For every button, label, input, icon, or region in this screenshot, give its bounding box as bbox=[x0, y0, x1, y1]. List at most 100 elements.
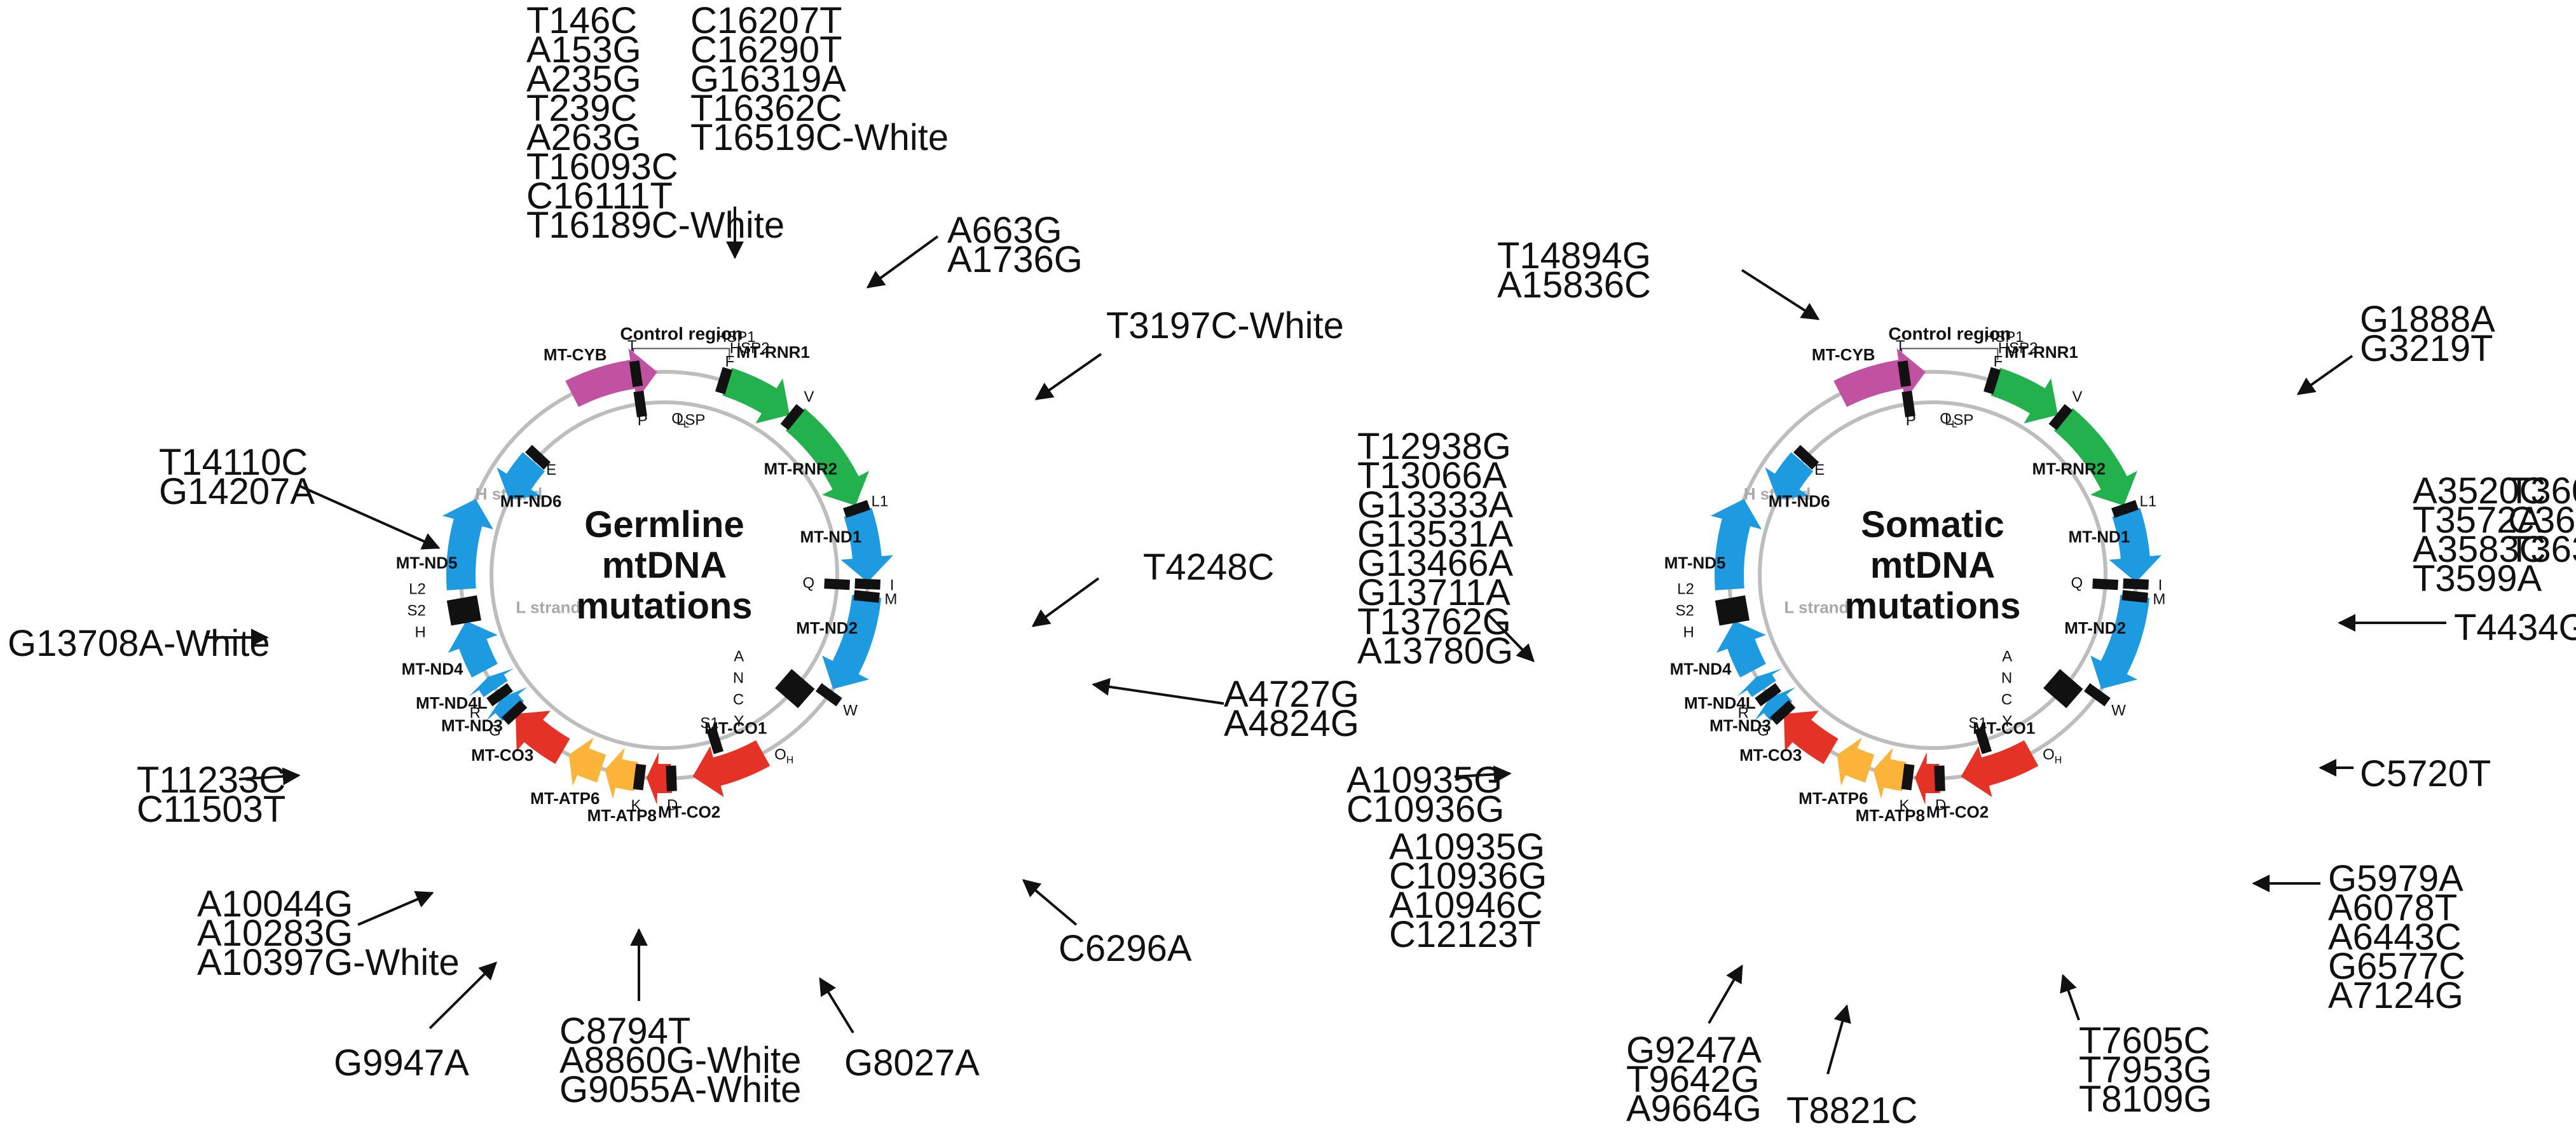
somatic-mutation-a3583c: A3583C bbox=[2413, 529, 2546, 570]
germline-mutation-a663g: A663G bbox=[947, 210, 1062, 251]
germline-trna-mark-w bbox=[816, 683, 842, 707]
somatic-trna-label-y: Y bbox=[2002, 712, 2012, 730]
somatic-title-line-2: mutations bbox=[1844, 585, 2020, 627]
somatic-mutation-a6078t: A6078T bbox=[2328, 887, 2457, 929]
somatic-origin-ol: OL bbox=[1940, 410, 1957, 430]
somatic-trna-mark-w bbox=[2084, 683, 2111, 707]
somatic-mutation-t3631a: T3631A bbox=[2508, 529, 2576, 570]
germline-gene-mt-nd5 bbox=[442, 499, 493, 590]
germline-trna-label-f: F bbox=[725, 353, 735, 370]
somatic-trna-label-v: V bbox=[2072, 388, 2083, 405]
germline-trna-mark-t bbox=[629, 360, 643, 388]
germline-gene-mt-nd1 bbox=[840, 508, 894, 583]
germline-mutation-t16362c: T16362C bbox=[690, 88, 842, 129]
somatic-gene-label-mt-nd1: MT-ND1 bbox=[2069, 528, 2130, 547]
germline-trna-mark-k bbox=[633, 763, 647, 791]
germline-trna-mark-i bbox=[854, 578, 881, 590]
germline-mutation-arrow-13 bbox=[819, 977, 854, 1034]
somatic-title-line-1: mtDNA bbox=[1870, 545, 1996, 586]
somatic-trna-label-d: D bbox=[1935, 796, 1946, 814]
germline-mutation-a10283g: A10283G bbox=[197, 913, 353, 954]
germline-mutation-c16290t: C16290T bbox=[690, 29, 842, 71]
somatic-control-region-label: Control region bbox=[1888, 323, 2011, 343]
germline-gene-label-mt-rnr2: MT-RNR2 bbox=[764, 460, 838, 479]
germline-mutation-a263g: A263G bbox=[526, 117, 641, 158]
germline-mutation-a1736g: A1736G bbox=[947, 239, 1083, 280]
somatic-gene-mt-nd1 bbox=[2109, 508, 2162, 583]
germline-mutation-t239c: T239C bbox=[526, 88, 637, 129]
somatic-trna-label-n: N bbox=[2001, 669, 2012, 686]
somatic-mutation-a10935g: A10935G bbox=[1389, 826, 1545, 868]
germline-control-region-label: Control region bbox=[620, 323, 743, 343]
somatic-trna-label-i: I bbox=[2158, 577, 2163, 594]
somatic-mutation-t8109g: T8109G bbox=[2079, 1079, 2212, 1120]
somatic-mutation-g5979a: G5979A bbox=[2328, 858, 2463, 899]
germline-gene-mt-atp8 bbox=[605, 747, 638, 800]
germline-mutation-a10044g: A10044G bbox=[197, 883, 353, 925]
germline-trna-mark-p bbox=[633, 390, 647, 418]
somatic-trna-mark-i bbox=[2123, 578, 2149, 590]
somatic-mutation-t3605a: T3605A bbox=[2508, 470, 2576, 512]
somatic-gene-label-mt-rnr2: MT-RNR2 bbox=[2032, 460, 2106, 479]
germline-l-strand-label: L strand bbox=[516, 597, 580, 616]
germline-trna-label-d: D bbox=[667, 796, 678, 814]
germline-trna-label-r: R bbox=[470, 704, 481, 721]
germline-gene-mt-rnr2 bbox=[785, 408, 870, 506]
germline-mutation-arrow-8 bbox=[238, 767, 301, 786]
germline-trna-mark-f bbox=[715, 367, 733, 395]
somatic-gene-label-mt-co3: MT-CO3 bbox=[1739, 746, 1802, 765]
somatic-mutation-a6443c: A6443C bbox=[2328, 916, 2462, 958]
somatic-mutation-t3599a: T3599A bbox=[2413, 558, 2542, 599]
germline-mutation-arrow-5 bbox=[1031, 577, 1100, 627]
somatic-trna-label-r: R bbox=[1738, 704, 1749, 721]
somatic-mutation-a3520c: A3520C bbox=[2413, 470, 2546, 512]
germline-trna-mark-g bbox=[501, 700, 528, 725]
germline-trna-label-c: C bbox=[733, 691, 744, 708]
germline-mutation-c16111t: C16111T bbox=[526, 175, 673, 217]
germline-gene-label-mt-cyb: MT-CYB bbox=[544, 345, 607, 364]
germline-trna-label-y: Y bbox=[734, 712, 744, 730]
somatic-trna-label-c: C bbox=[2001, 691, 2012, 708]
germline-gene-label-mt-nd6: MT-ND6 bbox=[500, 492, 562, 511]
somatic-control-region-bracket bbox=[1901, 348, 1999, 360]
somatic-trna-cluster-1 bbox=[2043, 669, 2083, 709]
germline-gene-label-mt-nd4: MT-ND4 bbox=[402, 659, 463, 678]
somatic-gene-label-mt-nd6: MT-ND6 bbox=[1769, 492, 1830, 511]
germline-mutation-g14207a: G14207A bbox=[159, 471, 315, 512]
germline-gene-label-mt-nd4l: MT-ND4L bbox=[416, 693, 488, 712]
germline-mutation-c11503t: C11503T bbox=[137, 789, 285, 830]
germline-trna-label-w: W bbox=[843, 702, 858, 719]
somatic-mutation-t13762g: T13762G bbox=[1357, 601, 1511, 643]
somatic-trna-mark-l1 bbox=[2111, 500, 2139, 518]
somatic-gene-mt-nd5 bbox=[1710, 499, 1762, 590]
somatic-mutation-arrow-12 bbox=[2060, 974, 2080, 1021]
germline-mutation-group-0: T146CA153GA235GT239CA263GT16093CC16111TT… bbox=[526, 0, 784, 259]
germline-gene-mt-nd4 bbox=[448, 620, 498, 678]
somatic-mutation-group-4: T12938GT13066AG13333AG13531AG13466AG1371… bbox=[1357, 426, 1535, 672]
germline-mutation-g16319a: G16319A bbox=[690, 58, 846, 100]
germline-trna-label-i: I bbox=[890, 577, 894, 594]
germline-mutation-arrow-2 bbox=[866, 235, 939, 289]
germline-mutation-a10397g-white: A10397G-White bbox=[197, 942, 460, 983]
germline-l-strand-ring bbox=[490, 400, 839, 750]
somatic-trna-mark-v bbox=[2048, 404, 2073, 430]
somatic-trna-mark-m bbox=[2121, 590, 2148, 603]
somatic-mutation-a10946c: A10946C bbox=[1389, 885, 1543, 926]
somatic-trna-mark-f bbox=[1983, 367, 2001, 395]
germline-trna-label-e: E bbox=[546, 461, 556, 479]
germline-trna-label-s1: S1 bbox=[700, 715, 718, 732]
germline-trna-mark-v bbox=[780, 404, 805, 430]
somatic-mutation-g13466a: G13466A bbox=[1357, 543, 1513, 584]
germline-trna-label-p: P bbox=[638, 412, 648, 429]
germline-trna-mark-l1 bbox=[843, 500, 871, 518]
germline-title-line-1: mtDNA bbox=[602, 545, 727, 586]
germline-mutation-g9947a: G9947A bbox=[334, 1042, 469, 1084]
somatic-gene-mt-atp6 bbox=[1837, 737, 1875, 786]
germline-mutation-t16093c: T16093C bbox=[526, 146, 678, 187]
somatic-mutation-c12123t: C12123T bbox=[1389, 914, 1541, 955]
somatic-mutation-c10936g: C10936G bbox=[1346, 789, 1504, 830]
